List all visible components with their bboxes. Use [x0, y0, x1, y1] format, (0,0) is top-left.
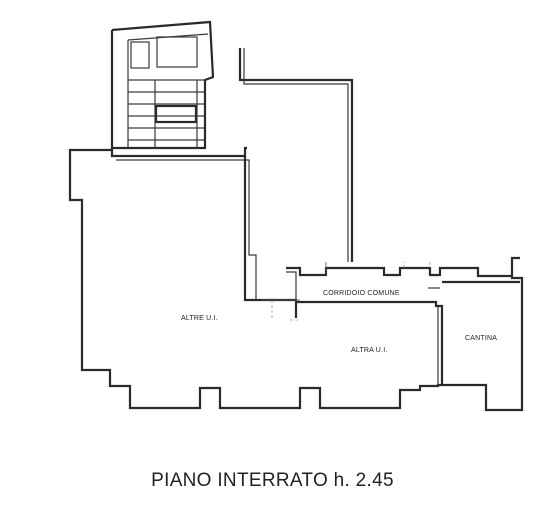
upper-wall: [238, 48, 354, 262]
room-label-altre-uj: ALTRE U.I.: [181, 315, 218, 322]
corridor-walls: [262, 262, 520, 385]
room-label-cantina: CANTINA: [465, 335, 497, 342]
plan-caption: PIANO INTERRATO h. 2.45: [151, 470, 394, 491]
room-label-altra-uj: ALTRA U.I.: [351, 347, 388, 354]
floor-plan: ALTRE U.I. CORRIDOIO COMUNE ALTRA U.I. C…: [68, 20, 524, 412]
room-label-corridoio: CORRIDOIO COMUNE: [323, 290, 400, 297]
stair-block: [110, 20, 215, 150]
